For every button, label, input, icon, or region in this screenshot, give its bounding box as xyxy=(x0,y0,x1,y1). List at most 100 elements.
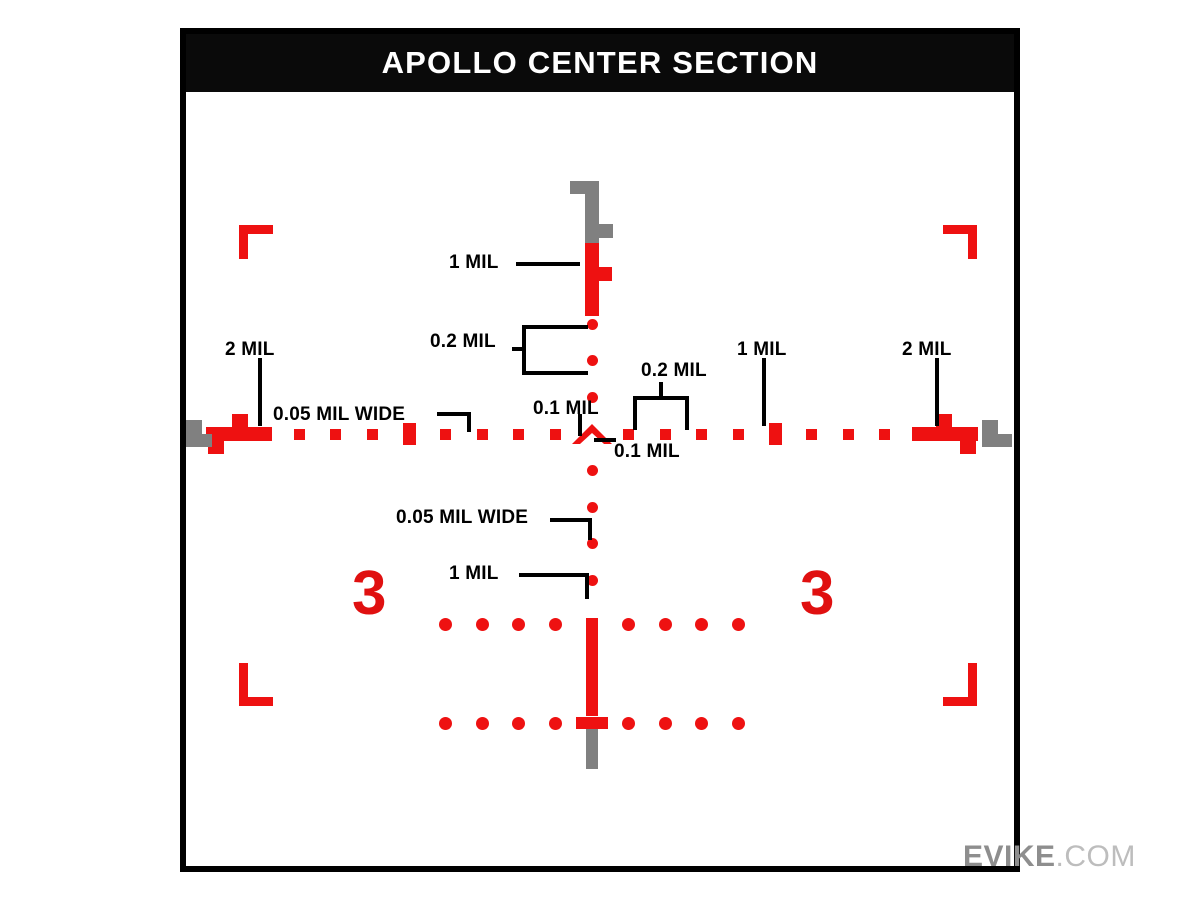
diagram-titlebar: APOLLO CENTER SECTION xyxy=(186,34,1014,92)
annotation-right-0p2-mil: 0.2 MIL xyxy=(641,360,707,381)
leader-left-0p05-v xyxy=(467,412,471,432)
bottom-row1-dot xyxy=(548,617,562,631)
watermark-brand: EVIKE xyxy=(963,840,1056,873)
bottom-row1-dot xyxy=(658,617,672,631)
h-dot-0p2mil xyxy=(513,428,525,440)
h-dot-0p2mil xyxy=(476,428,488,440)
h-gray-step-upper xyxy=(186,420,202,434)
bracket-right-0p2mil-right xyxy=(685,396,689,430)
annotation-right-1-mil: 1 MIL xyxy=(737,339,787,360)
h-dot-0p2mil xyxy=(659,428,671,440)
bracket-top-0p2mil-stub xyxy=(512,347,524,351)
bottom-row1-dot xyxy=(731,617,745,631)
corner-bracket-bottom-right-arm-h xyxy=(943,697,977,706)
evike-watermark: EVIKE.COM xyxy=(963,840,1136,874)
leader-bottom-0p05-h xyxy=(550,518,592,522)
bottom-row2-dot xyxy=(695,716,709,730)
h-dot-0p2mil xyxy=(806,428,818,440)
bottom-row1-dot xyxy=(695,617,709,631)
annotation-left-2-mil: 2 MIL xyxy=(225,339,275,360)
page-title: APOLLO CENTER SECTION xyxy=(381,45,819,80)
v-dot-down-0p2mil xyxy=(586,501,598,513)
bottom-row2-dot xyxy=(439,716,453,730)
leader-right-1mil xyxy=(762,358,766,426)
corner-bracket-top-left-arm-v xyxy=(239,225,248,259)
h-dot-0p2mil xyxy=(696,428,708,440)
bottom-row1-dot xyxy=(475,617,489,631)
v-dot-down-0p2mil xyxy=(586,538,598,550)
annotation-right-2-mil: 2 MIL xyxy=(902,339,952,360)
h-dot-0p2mil xyxy=(330,428,342,440)
corner-bracket-bottom-left-arm-h xyxy=(239,697,273,706)
bottom-row1-dot xyxy=(439,617,453,631)
bottom-row2-dot xyxy=(731,716,745,730)
leader-center-0p1mil-upper xyxy=(578,414,582,436)
range-numeral-three-right: 3 xyxy=(800,559,835,628)
h-2mil-cluster-tab xyxy=(232,414,248,427)
v-stem-upper-gray xyxy=(585,181,599,244)
range-numeral-three-left: 3 xyxy=(352,559,387,628)
annotation-bottom-0p05-mil-wide: 0.05 MIL WIDE xyxy=(396,507,529,528)
h-dot-0p2mil xyxy=(366,428,378,440)
leader-bottom-0p05-v xyxy=(588,518,592,540)
bracket-right-0p2mil-left xyxy=(633,396,637,430)
annotation-center-0p1-mil-bot: 0.1 MIL xyxy=(614,441,680,462)
v-dot-down-0p2mil xyxy=(586,465,598,477)
corner-bracket-top-right-arm-v xyxy=(968,225,977,259)
bottom-row2-dot xyxy=(658,716,672,730)
v-gray-tab-left xyxy=(570,181,586,195)
diagram-frame: APOLLO CENTER SECTION 1 MIL 0.2 MIL 2 MIL 0… xyxy=(180,28,1020,872)
h-gray-step-lower xyxy=(186,434,212,447)
h-2mil-cluster-tab-lower xyxy=(208,441,224,454)
h-dot-0p2mil xyxy=(623,428,635,440)
h-dot-1mil xyxy=(768,423,782,445)
annotation-top-0p2-mil: 0.2 MIL xyxy=(430,331,496,352)
bottom-row1-dot xyxy=(622,617,636,631)
leader-bottom-1mil-v xyxy=(585,573,589,599)
leader-right-2mil xyxy=(935,358,939,426)
bottom-row2-dot xyxy=(622,716,636,730)
leader-bottom-1mil-h xyxy=(519,573,589,577)
h-dot-1mil xyxy=(402,423,416,445)
reticle-canvas: 1 MIL 0.2 MIL 2 MIL 0.05 MIL WIDE 0.1 MIL 0.1… xyxy=(186,92,1014,866)
v-dot-down-0p2mil xyxy=(586,574,598,586)
h-dot-0p2mil xyxy=(842,428,854,440)
v-dot-up-0p2mil xyxy=(586,391,598,403)
h-2mil-cluster-bar xyxy=(206,427,272,441)
bracket-top-0p2mil-upper xyxy=(522,325,588,329)
bracket-right-0p2mil-stem xyxy=(659,382,663,398)
h-2mil-cluster-bar xyxy=(912,427,978,441)
annotation-top-1-mil: 1 MIL xyxy=(449,252,499,273)
leader-center-0p1mil-lower xyxy=(594,438,616,442)
v-stem-upper-red xyxy=(585,240,599,317)
corner-bracket-top-right-arm-h xyxy=(943,225,977,234)
leader-left-0p05-h xyxy=(437,412,471,416)
v-dot-up-0p2mil xyxy=(586,318,598,330)
v-stem-bottom-gray xyxy=(586,729,598,770)
h-dot-0p2mil xyxy=(732,428,744,440)
annotation-bottom-1-mil: 1 MIL xyxy=(449,563,499,584)
bottom-row1-dot xyxy=(512,617,526,631)
center-chevron xyxy=(566,418,618,453)
annotation-left-0p05-mil-wide: 0.05 MIL WIDE xyxy=(273,404,406,425)
bracket-top-0p2mil-lower xyxy=(522,371,588,375)
bottom-cross-bar xyxy=(576,717,608,730)
leader-top-1mil xyxy=(516,262,580,266)
bottom-row2-dot xyxy=(475,716,489,730)
v-dot-up-0p2mil xyxy=(586,355,598,367)
v-stem-red-tab xyxy=(599,267,612,282)
annotation-center-0p1-mil-top: 0.1 MIL xyxy=(533,398,599,419)
bottom-row2-dot xyxy=(548,716,562,730)
v-stem-lower-red xyxy=(586,618,598,717)
bottom-row2-dot xyxy=(512,716,526,730)
bracket-right-0p2mil-top xyxy=(633,396,689,400)
h-dot-0p2mil xyxy=(879,428,891,440)
h-2mil-cluster-tab xyxy=(936,414,952,427)
h-dot-0p2mil xyxy=(293,428,305,440)
corner-bracket-bottom-left-arm-v xyxy=(239,663,248,697)
h-gray-step-lower xyxy=(982,434,1012,447)
h-dot-0p2mil xyxy=(549,428,561,440)
v-gray-tab-right xyxy=(599,223,613,238)
h-dot-0p2mil xyxy=(440,428,452,440)
